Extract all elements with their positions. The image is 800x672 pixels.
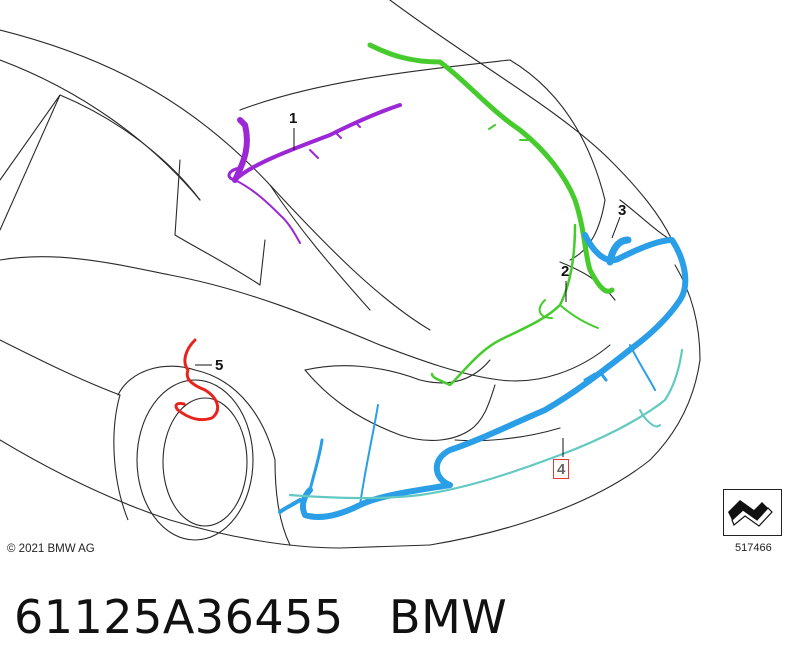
harness-2 [367,42,615,387]
callout-3: 3 [618,202,627,219]
folded-sheet-icon [723,489,782,536]
part-number: 61125A36455 [14,590,344,644]
brand-name: BMW [389,590,508,644]
callout-4: 4 [553,459,570,479]
footer-caption: 61125A36455 BMW [14,590,507,644]
harness-1 [227,103,402,244]
rear-wheel [113,379,254,541]
callout-2: 2 [561,263,570,280]
harness-4 [288,348,684,500]
callout-1: 1 [289,110,298,127]
reference-number: 517466 [735,542,772,554]
callout-leaders [195,128,621,457]
copyright-text: © 2021 BMW AG [7,543,95,555]
car-body-outline [0,0,701,549]
harness-3 [278,232,689,520]
harness-5 [174,338,220,422]
callout-5: 5 [215,357,224,374]
